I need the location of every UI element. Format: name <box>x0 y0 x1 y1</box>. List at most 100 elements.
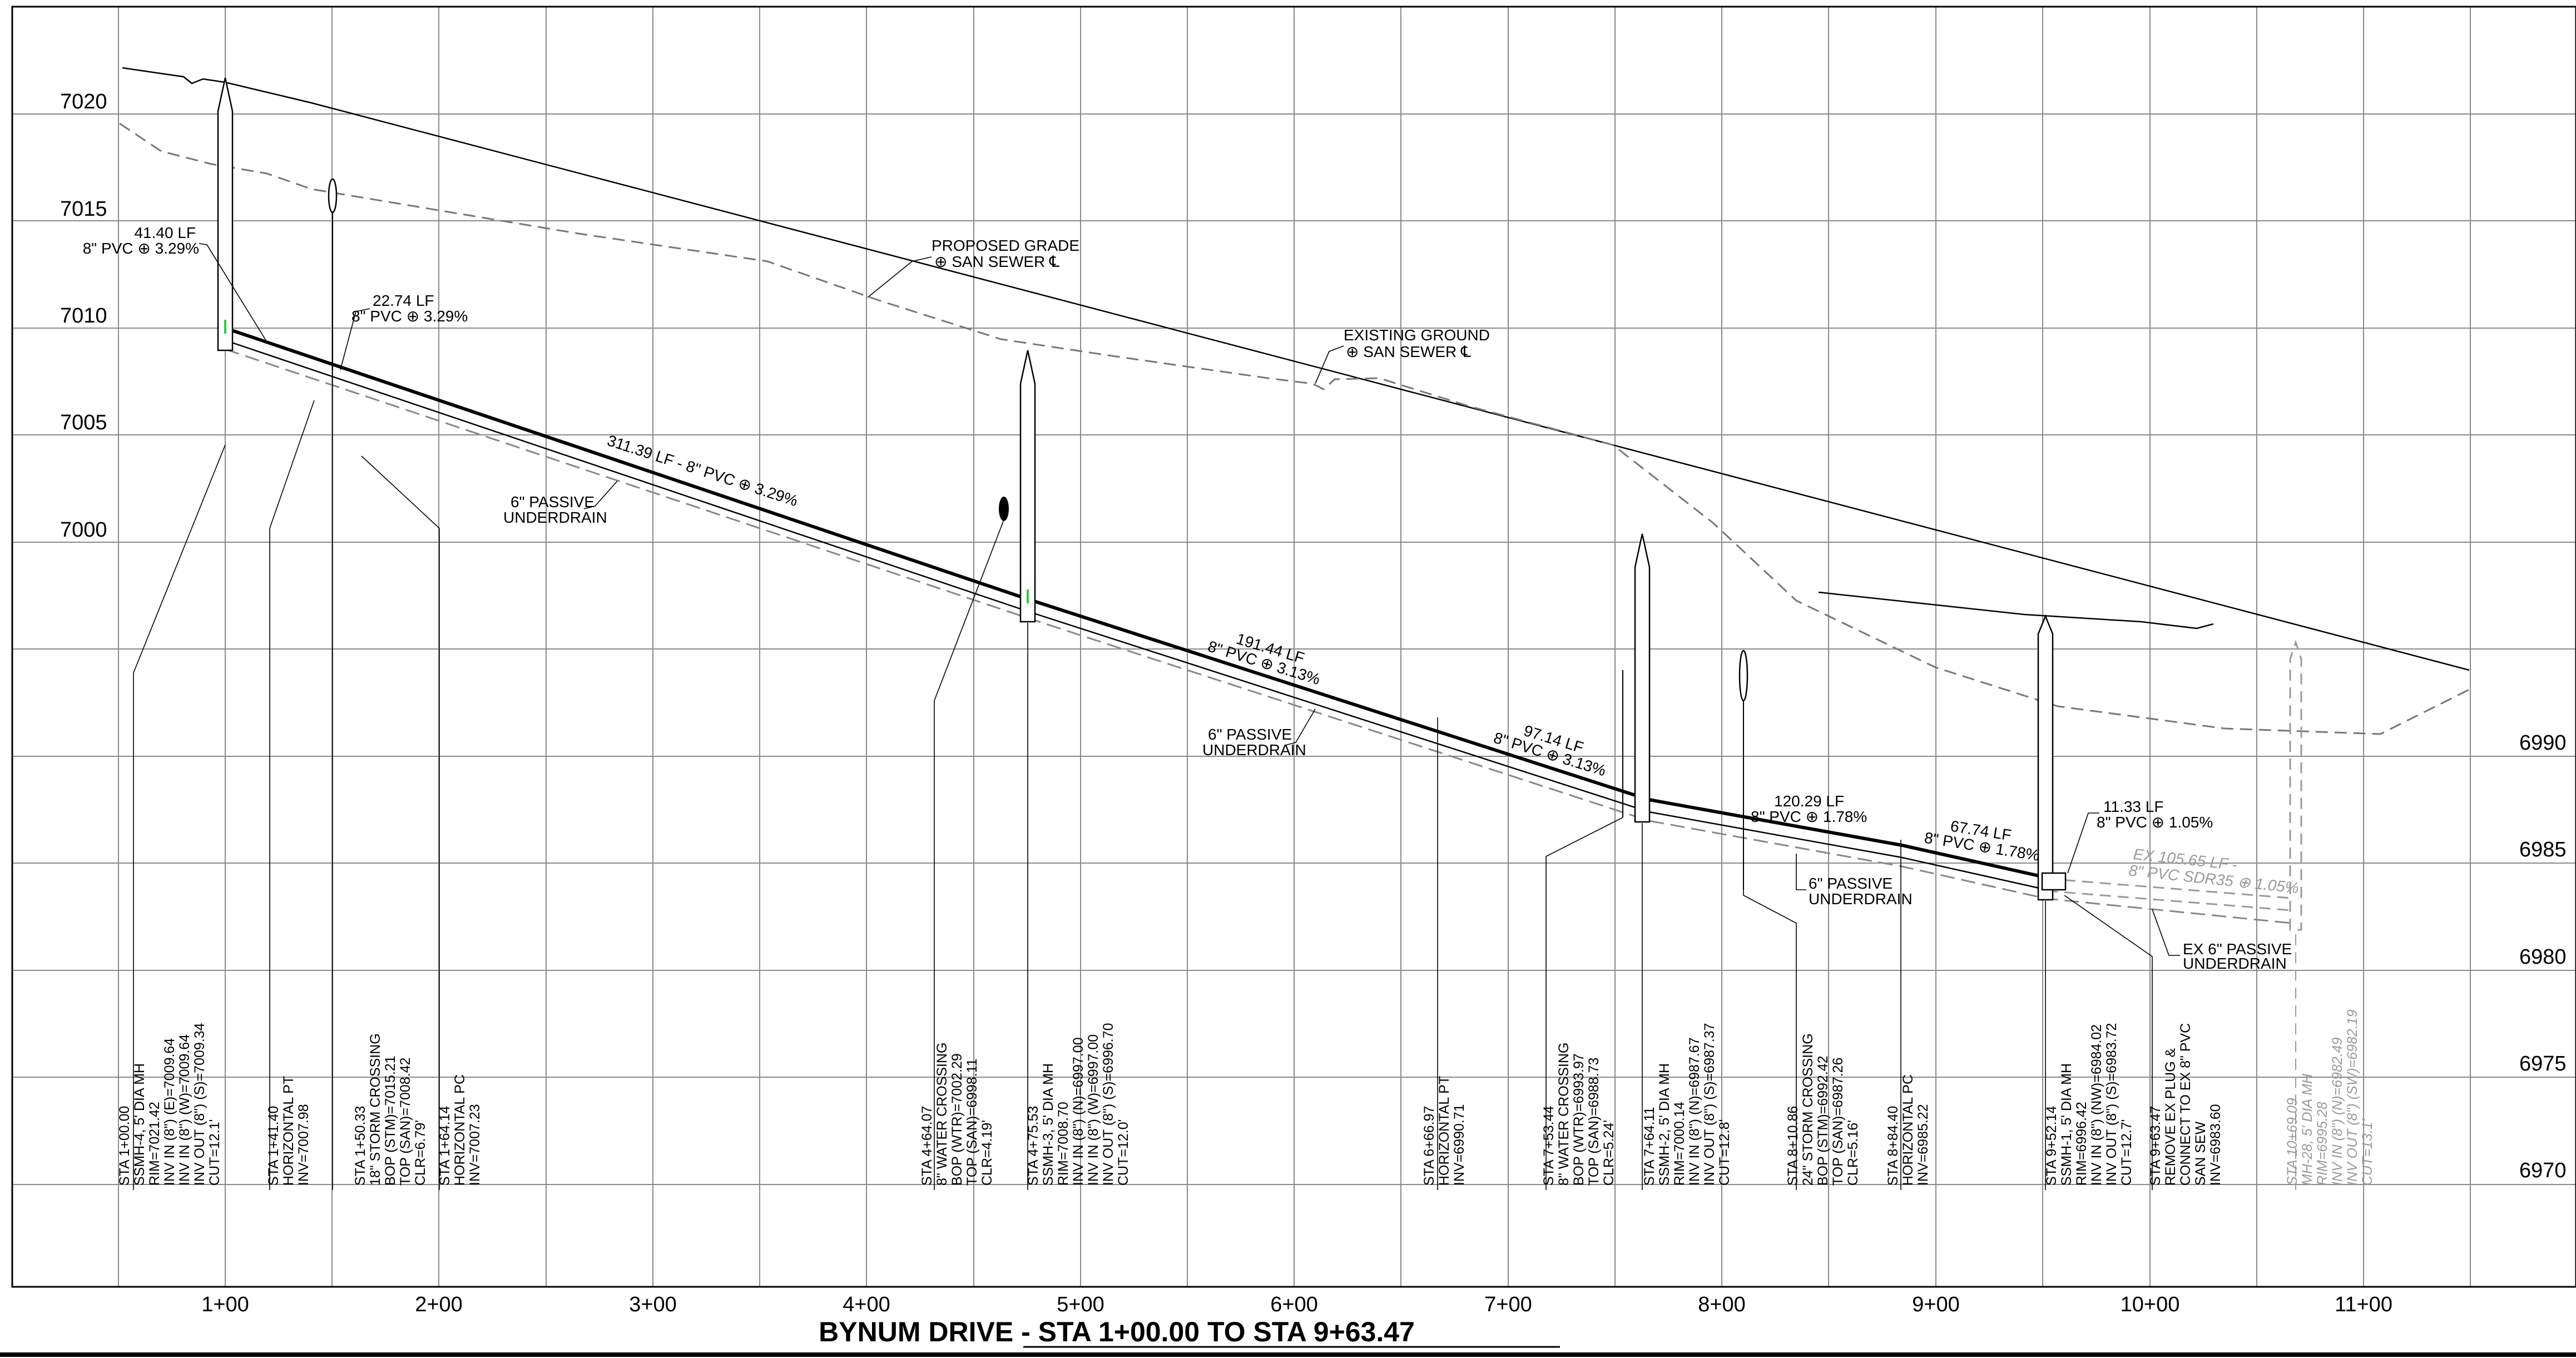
station-note-line: INV OUT (8") (S)=6983.72 <box>2104 1023 2119 1186</box>
proposed-grade-callout: PROPOSED GRADE ⊕ SAN SEWER ℄ <box>867 237 1079 298</box>
underdrain-callout-3: 6" PASSIVE UNDERDRAIN <box>1796 854 1913 908</box>
storm-crossing-24in <box>1738 650 1748 702</box>
elevation-axis-left: 7020 7015 7010 7005 7000 <box>60 90 107 542</box>
station-note-line: CUT=12.7' <box>2119 1119 2134 1186</box>
svg-text:⊕ SAN SEWER ℄: ⊕ SAN SEWER ℄ <box>934 253 1059 270</box>
station-note-line: TOP (SAN)=6987.26 <box>1830 1058 1846 1186</box>
station-note-line: BOP (WTR)=6993.97 <box>1571 1053 1587 1186</box>
underdrain-line <box>225 348 2292 924</box>
svg-text:8" PVC ⊕ 1.05%: 8" PVC ⊕ 1.05% <box>2097 814 2213 831</box>
elevation-label: 7020 <box>60 90 107 113</box>
svg-text:EX 6" PASSIVE: EX 6" PASSIVE <box>2183 940 2292 958</box>
station-note-line: CLR=5.16' <box>1845 1120 1861 1186</box>
station-note-line: INV IN (8") (N)=6997.00 <box>1071 1037 1086 1186</box>
pipe-label-41-40: 41.40 LF 8" PVC ⊕ 3.29% <box>83 224 267 343</box>
station-note-line: BOP (WTR)=7002.29 <box>949 1053 965 1186</box>
station-label: 1+00 <box>201 1293 249 1316</box>
station-note-line: RIM=6996.42 <box>2074 1102 2089 1186</box>
proposed-grade-break <box>1818 591 2214 630</box>
svg-text:6" PASSIVE: 6" PASSIVE <box>511 493 595 511</box>
station-note-line: INV OUT (8") (S)=6996.70 <box>1101 1023 1116 1186</box>
manhole-mh-28-existing <box>2289 640 2302 931</box>
station-leaders <box>133 370 2296 1190</box>
svg-text:8" PVC ⊕ 1.78%: 8" PVC ⊕ 1.78% <box>1751 808 1867 825</box>
station-note-line: HORIZONTAL PT <box>1436 1076 1452 1186</box>
pipe-label-22-74: 22.74 LF 8" PVC ⊕ 3.29% <box>340 292 468 370</box>
storm-crossing-18in <box>328 178 338 214</box>
station-axis: 1+00 2+00 3+00 4+00 5+00 6+00 7+00 8+00 … <box>201 1293 2392 1316</box>
station-note-line: HORIZONTAL PC <box>452 1074 468 1186</box>
station-note-line: INV=7007.23 <box>467 1104 483 1186</box>
station-note-line: INV OUT (8") (S)=6987.37 <box>1702 1023 1717 1186</box>
sewer-main <box>225 326 2047 891</box>
manhole-ssmh-3 <box>1019 350 1036 623</box>
station-note-line: STA 10+69.09 <box>2285 1098 2300 1186</box>
station-note-line: INV IN (8") (W)=7009.64 <box>177 1034 192 1186</box>
station-note-line: STA 9+63.47 <box>2148 1106 2163 1186</box>
station-label: 2+00 <box>415 1293 463 1316</box>
station-note-line: STA 7+64.11 <box>1642 1107 1657 1186</box>
ex-underdrain-callout: EX 6" PASSIVE UNDERDRAIN <box>2152 909 2292 972</box>
station-note-line: INV OUT (8") (S)=7009.34 <box>192 1023 207 1186</box>
elevation-label: 6980 <box>2519 945 2567 969</box>
station-note-line: STA 8+84.40 <box>1885 1106 1901 1186</box>
svg-text:UNDERDRAIN: UNDERDRAIN <box>2183 955 2287 972</box>
underdrain-callout-1: 6" PASSIVE UNDERDRAIN <box>503 480 618 526</box>
station-note-line: INV IN (8") (N)=6987.67 <box>1687 1037 1702 1186</box>
station-note-line: SSMH-1, 5' DIA MH <box>2059 1063 2074 1186</box>
station-note-line: 24" STORM CROSSING <box>1800 1033 1816 1186</box>
pipe-label-11-33: 11.33 LF 8" PVC ⊕ 1.05% <box>2067 798 2213 874</box>
station-note-line: STA 1+64.14 <box>437 1106 453 1186</box>
station-note-line: 8" WATER CROSSING <box>1556 1042 1572 1186</box>
station-note-line: CUT=12.8' <box>1717 1119 1732 1186</box>
pipe-label-191-44: 191.44 LF 8" PVC ⊕ 3.13% <box>1206 630 1322 688</box>
svg-text:UNDERDRAIN: UNDERDRAIN <box>503 509 607 526</box>
station-note-line: SSMH-3, 5' DIA MH <box>1041 1063 1056 1186</box>
station-note-line: SSMH-2, 5' DIA MH <box>1657 1063 1672 1186</box>
station-note-line: INV IN (8") (NW)=6984.02 <box>2089 1024 2104 1186</box>
station-note-line: RIM=7008.70 <box>1056 1102 1071 1186</box>
station-note-line: SAN SEW <box>2193 1121 2208 1186</box>
station-note-line: STA 4+64.07 <box>919 1106 935 1186</box>
svg-text:120.29 LF: 120.29 LF <box>1774 792 1844 810</box>
proposed-grade-line <box>122 67 2470 671</box>
svg-text:UNDERDRAIN: UNDERDRAIN <box>1809 890 1913 908</box>
station-label: 9+00 <box>1912 1293 1960 1316</box>
existing-ground-line <box>119 122 2470 735</box>
station-note-line: RIM=6995.28 <box>2315 1102 2330 1186</box>
manhole-ssmh-1 <box>2037 614 2067 901</box>
svg-text:8" PVC ⊕ 3.29%: 8" PVC ⊕ 3.29% <box>351 308 468 325</box>
station-label: 7+00 <box>1484 1293 1532 1316</box>
station-note-line: HORIZONTAL PC <box>1900 1074 1916 1186</box>
svg-text:6" PASSIVE: 6" PASSIVE <box>1208 726 1292 743</box>
svg-text:⊕ SAN SEWER ℄: ⊕ SAN SEWER ℄ <box>1346 343 1471 360</box>
svg-text:PROPOSED GRADE: PROPOSED GRADE <box>932 237 1079 254</box>
elevation-axis-right: 6990 6985 6980 6975 6970 <box>2519 731 2567 1182</box>
svg-text:11.33 LF: 11.33 LF <box>2103 798 2163 815</box>
station-label: 8+00 <box>1698 1293 1746 1316</box>
station-note-line: REMOVE EX PLUG & <box>2163 1048 2178 1186</box>
station-note-line: INV=6983.60 <box>2208 1104 2223 1186</box>
station-note-line: 18" STORM CROSSING <box>368 1033 383 1186</box>
station-note-line: HORIZONTAL PT <box>281 1076 296 1186</box>
station-note-line: CLR=5.24' <box>1601 1120 1617 1186</box>
station-label: 11+00 <box>2335 1293 2392 1316</box>
manhole-ssmh-2 <box>1634 533 1651 823</box>
station-note-line: STA 8+10.86 <box>1785 1106 1801 1186</box>
svg-text:EXISTING GROUND: EXISTING GROUND <box>1344 326 1490 344</box>
station-note-line: CUT=12.1' <box>207 1119 222 1186</box>
drawing-frame <box>11 6 2576 1288</box>
station-note-line: MH-28, 5' DIA MH <box>2300 1073 2315 1186</box>
